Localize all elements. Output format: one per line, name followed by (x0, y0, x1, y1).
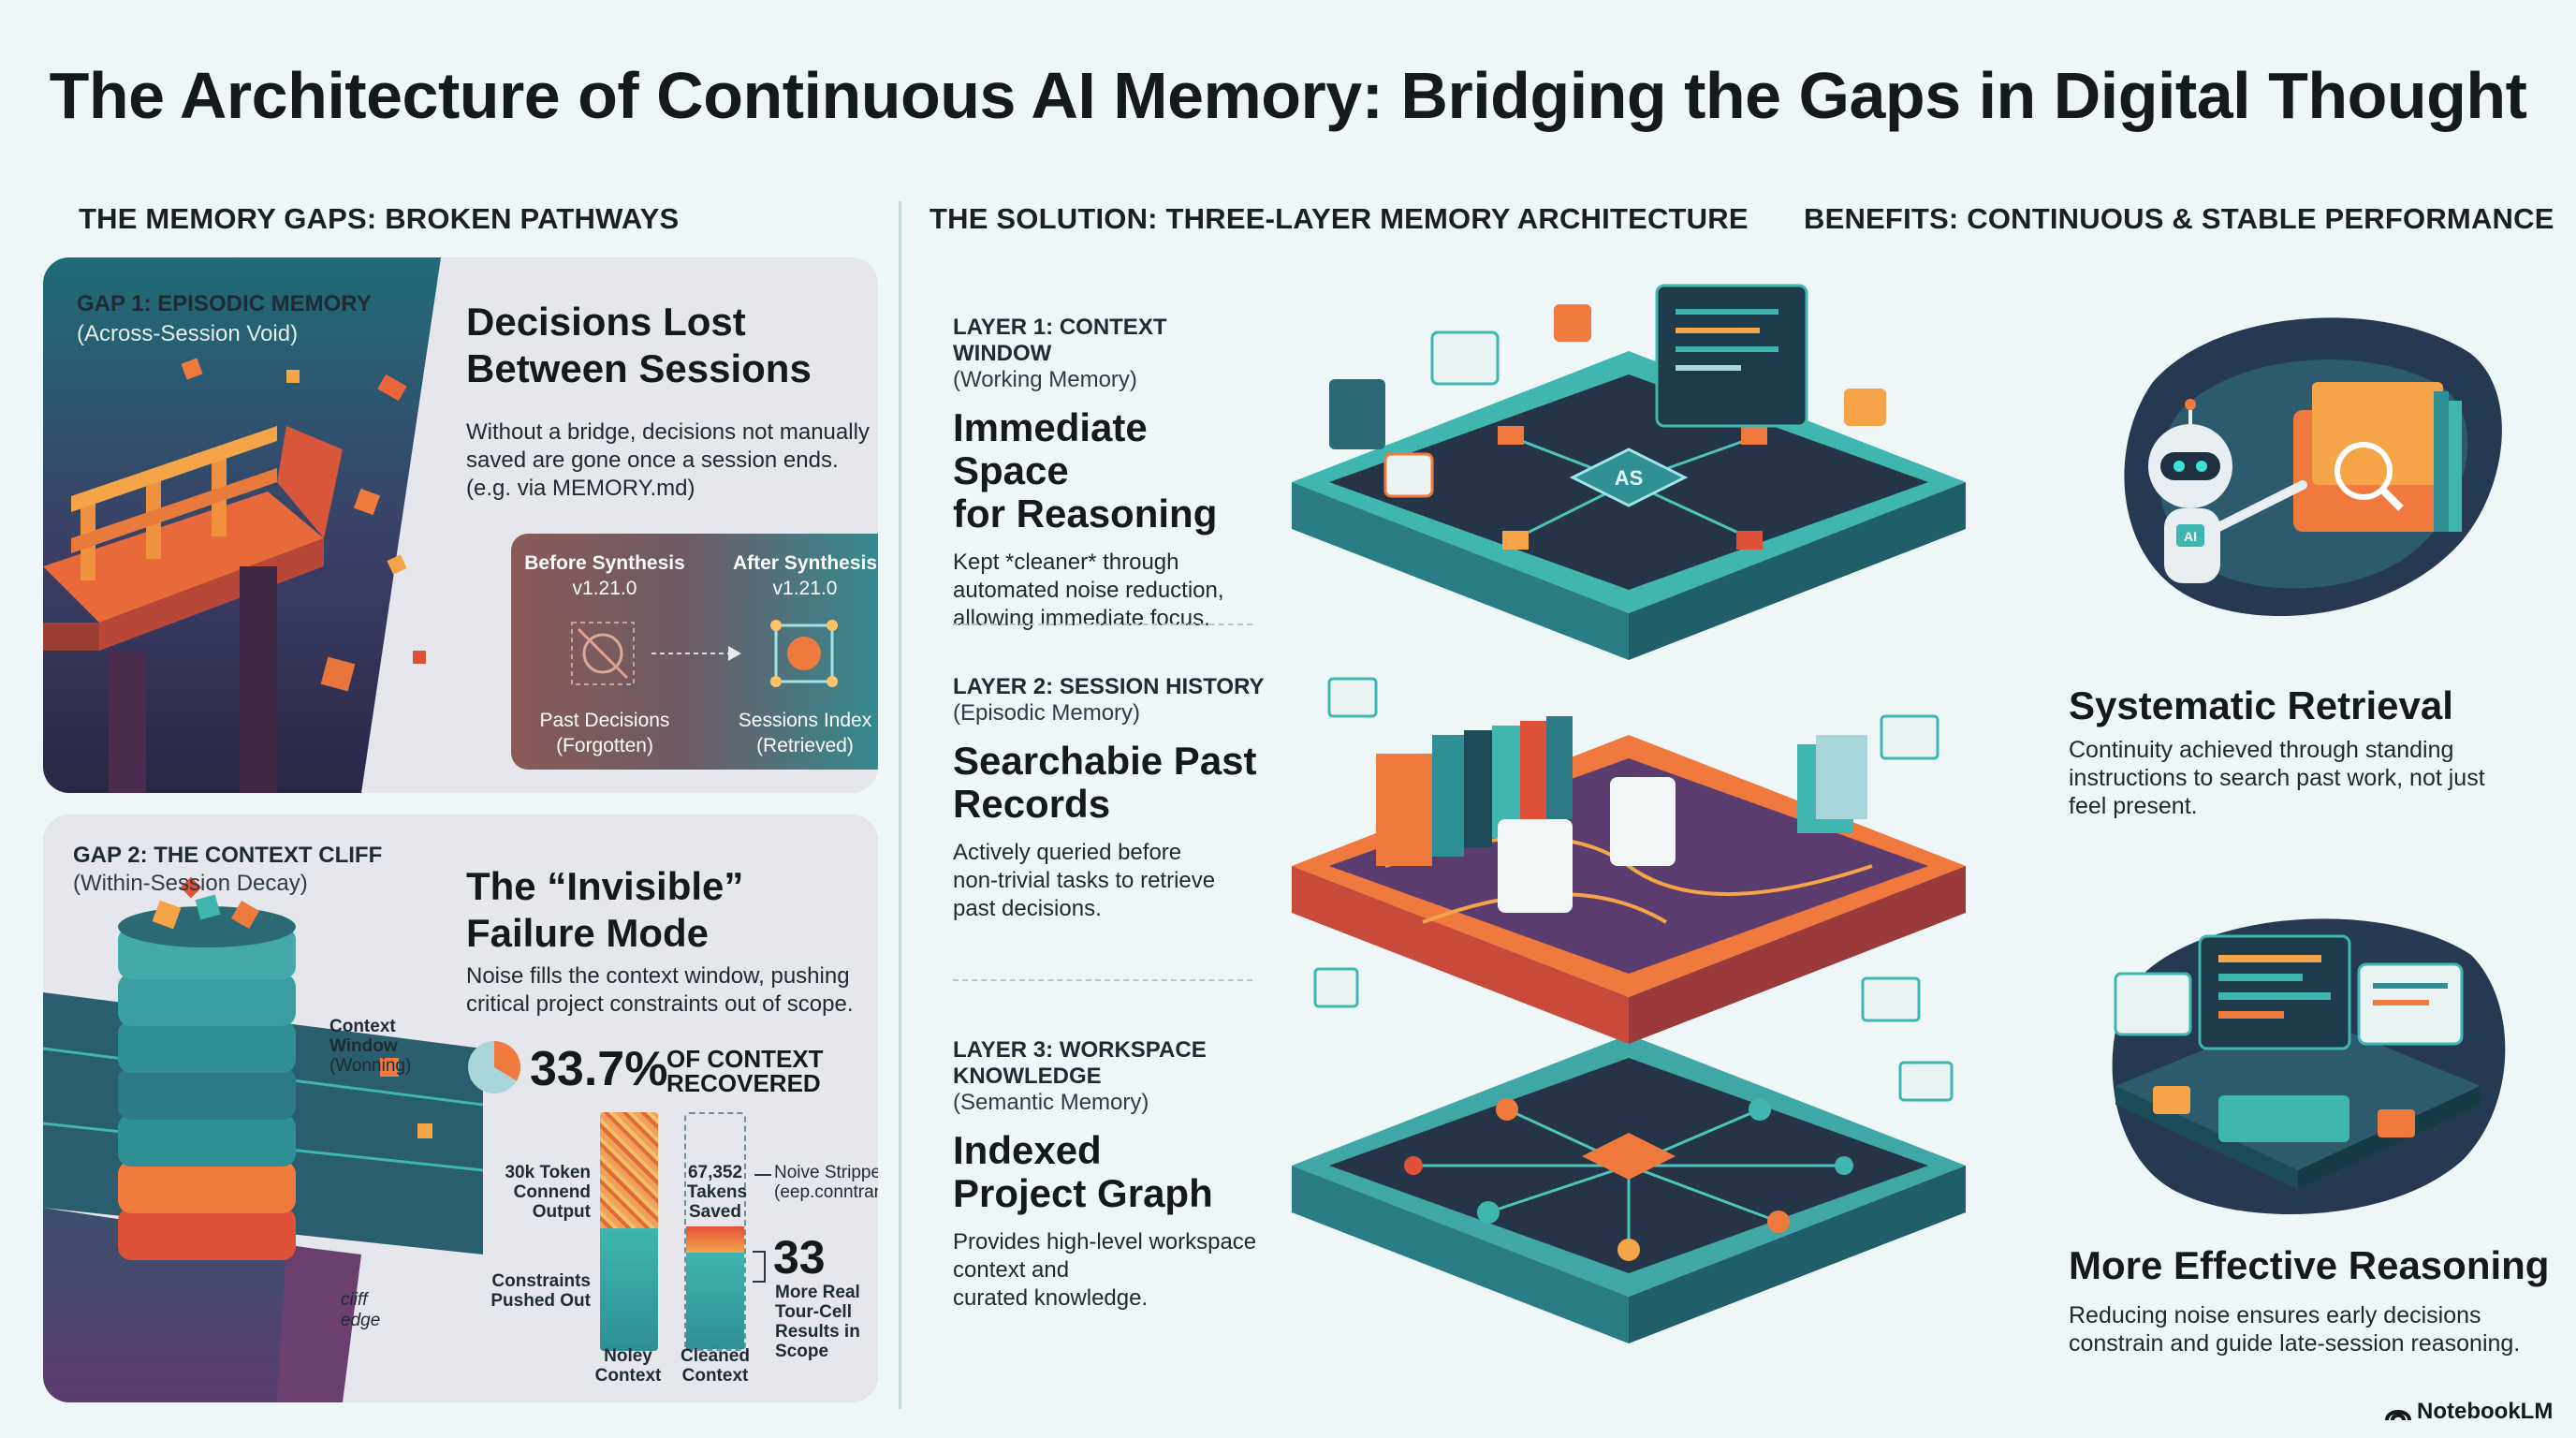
layer1-chip-text: AS (1615, 466, 1644, 490)
brand-name: NotebookLM (2417, 1399, 2554, 1424)
benefit2-title: More Effective Reasoning (2069, 1243, 2550, 1287)
notebooklm-icon (2385, 1410, 2411, 1421)
layer1-text: LAYER 1: CONTEXT WINDOW (Working Memory)… (953, 315, 1224, 631)
gap1-card: GAP 1: EPISODIC MEMORY (Across-Session V… (43, 257, 878, 793)
gap2-card: GAP 2: THE CONTEXT CLIFF (Within-Session… (43, 814, 878, 1402)
layer1-platform: AS (1292, 284, 1966, 660)
reasoning-workspace-illustration (2112, 918, 2506, 1215)
column-divider (899, 201, 901, 1409)
more-results-label: More Real Tour-Cell Results in Scope (775, 1283, 860, 1361)
gap1-label: GAP 1: EPISODIC MEMORY (77, 291, 372, 316)
gap2-body: Noise fills the context window, pushing … (466, 963, 854, 1017)
before-synthesis-caption: Past Decisions (Forgotten) (539, 710, 670, 756)
gap1-title: Decisions Lost Between Sessions (466, 300, 812, 390)
recovered-stat-value: 33.7% (530, 1042, 668, 1096)
gap2-title: The “Invisible” Failure Mode (466, 864, 744, 955)
layer3-text: LAYER 3: WORKSPACE KNOWLEDGE (Semantic M… (953, 1037, 1257, 1311)
gap1-sublabel: (Across-Session Void) (77, 321, 299, 346)
cleaned-context-caption: Cleaned Context (681, 1346, 750, 1386)
context-cliff-illustration (43, 876, 483, 1402)
section-heading-solution: THE SOLUTION: THREE-LAYER MEMORY ARCHITE… (929, 202, 1749, 235)
retrieval-robot-illustration: AI (2124, 317, 2502, 616)
noise-stripped-pointer (754, 1174, 771, 1176)
section-heading-gaps: THE MEMORY GAPS: BROKEN PATHWAYS (79, 202, 680, 235)
stack-label: Context Window (Wonning) (329, 1017, 412, 1076)
gap2-label: GAP 2: THE CONTEXT CLIFF (73, 843, 383, 868)
layer-divider-1 (953, 624, 1252, 625)
gap2-sublabel: (Within-Session Decay) (73, 871, 308, 896)
noisy-top-label: 30k Token Connend Output (505, 1163, 591, 1222)
noisy-context-caption: Noley Context (594, 1346, 662, 1386)
benefit2-body: Reducing noise ensures early decisions c… (2069, 1302, 2521, 1357)
benefit1-title: Systematic Retrieval (2069, 683, 2453, 727)
more-results-bracket (753, 1251, 766, 1283)
page-title: The Architecture of Continuous AI Memory… (49, 59, 2527, 132)
three-layer-architecture-illustration: AS (1292, 284, 1966, 1343)
recovered-pie-slice (494, 1041, 520, 1081)
after-synthesis-caption: Sessions Index (Retrieved) (738, 710, 872, 756)
noisy-context-bar (600, 1112, 658, 1351)
robot-badge-text: AI (2184, 529, 2197, 544)
layer2-text: LAYER 2: SESSION HISTORY (Episodic Memor… (953, 674, 1265, 921)
synthesis-comparison-box: Before Synthesis v1.21.0 After Synthesis… (511, 534, 878, 770)
gap1-body: Without a bridge, decisions not manually… (466, 419, 870, 501)
context-stack (118, 876, 296, 1260)
before-synthesis-header: Before Synthesis v1.21.0 (524, 552, 685, 599)
benefit1-body: Continuity achieved through standing ins… (2069, 737, 2485, 819)
layer3-platform (1292, 1034, 1966, 1343)
layer-divider-2 (953, 979, 1252, 981)
recovered-pie-chart (468, 1041, 520, 1093)
recovered-stat-label: OF CONTEXT RECOVERED (666, 1045, 824, 1097)
more-results-value: 33 (773, 1231, 826, 1284)
cliff-edge-label: ciiff edge (341, 1290, 381, 1330)
tokens-saved-label: 67,352 Takens Saved (687, 1163, 748, 1222)
section-heading-benefits: BENEFITS: CONTINUOUS & STABLE PERFORMANC… (1804, 202, 2554, 235)
layer2-platform (1292, 716, 1966, 1044)
after-synthesis-header: After Synthesis v1.21.0 (732, 552, 878, 599)
synthesis-arrow-graphic (571, 620, 838, 687)
noise-stripped-label: Noive Stripped (eep.conntrands) (774, 1163, 878, 1202)
cleaned-context-bar (684, 1112, 746, 1351)
noisy-bottom-label: Constraints Pushed Out (490, 1271, 591, 1311)
brand-logo: NotebookLM (2385, 1399, 2553, 1425)
broken-bridge-illustration (43, 257, 441, 793)
